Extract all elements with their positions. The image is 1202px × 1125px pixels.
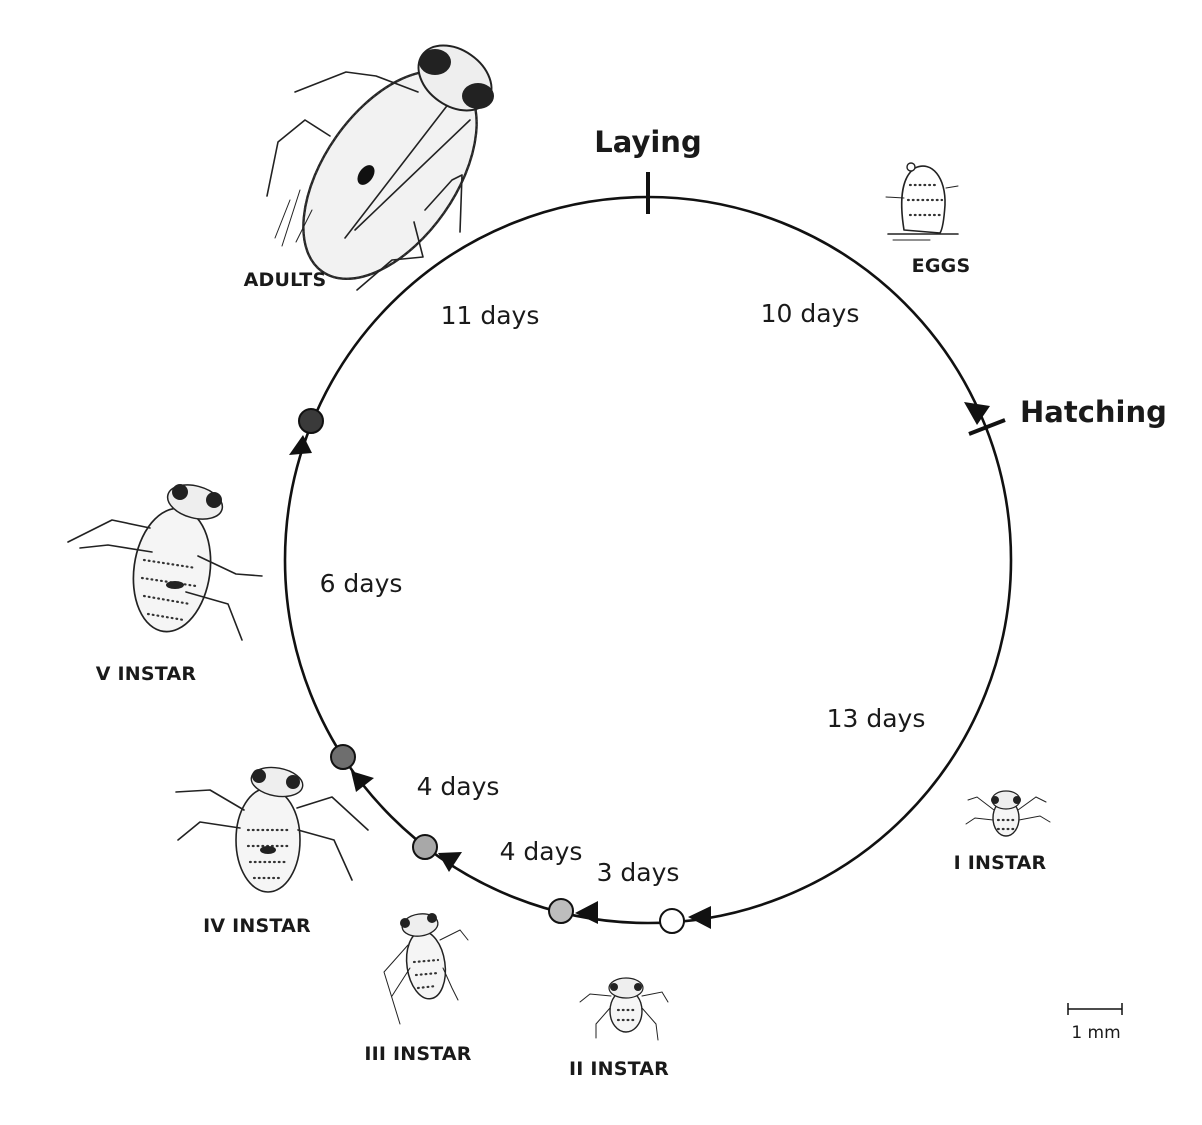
instar-5-duration: 6 days [320, 569, 403, 598]
laying-label: Laying [594, 125, 701, 159]
instar-2-stage-label: II INSTAR [569, 1058, 669, 1080]
instar-3-illustration [383, 913, 469, 1025]
adults-stage-label: ADULTS [244, 269, 327, 291]
molt-marker-instar-3 [548, 898, 574, 924]
cycle-circle [283, 195, 1013, 925]
hatching-tick [968, 418, 1006, 436]
instar-1-duration: 13 days [827, 704, 926, 733]
instar-3-duration: 4 days [500, 837, 583, 866]
arrow-to-instar-3 [575, 901, 598, 924]
instar-1-stage-label: I INSTAR [954, 852, 1047, 874]
instar-4-duration: 4 days [417, 772, 500, 801]
eggs-stage-label: EGGS [912, 255, 971, 277]
molt-marker-instar-4 [412, 834, 438, 860]
instar-4-illustration [175, 766, 369, 893]
instar-2-duration: 3 days [597, 858, 680, 887]
instar-3-stage-label: III INSTAR [364, 1043, 471, 1065]
instar-5-stage-label: V INSTAR [96, 663, 197, 685]
hatching-label: Hatching [1020, 395, 1167, 429]
adult-illustration [266, 44, 494, 291]
scale-bar [1067, 1003, 1123, 1015]
arrow-to-adult [289, 435, 312, 455]
scale-bar-label: 1 mm [1071, 1023, 1120, 1043]
molt-marker-adult [298, 408, 324, 434]
arrow-to-hatching [964, 402, 990, 425]
direction-arrows [289, 402, 990, 929]
instar-1-illustration [965, 790, 1051, 837]
instar-2-illustration [579, 977, 669, 1041]
molt-marker-instar-5 [330, 744, 356, 770]
eggs-illustration [885, 162, 959, 241]
adults-duration: 11 days [441, 301, 540, 330]
arrow-to-instar-2 [688, 906, 711, 929]
instar-5-illustration [67, 484, 263, 641]
arrow-to-instar-5 [351, 771, 374, 792]
arrow-to-instar-4 [438, 852, 462, 872]
eggs-duration: 10 days [761, 299, 860, 328]
molt-marker-instar-2 [659, 908, 685, 934]
instar-4-stage-label: IV INSTAR [203, 915, 311, 937]
